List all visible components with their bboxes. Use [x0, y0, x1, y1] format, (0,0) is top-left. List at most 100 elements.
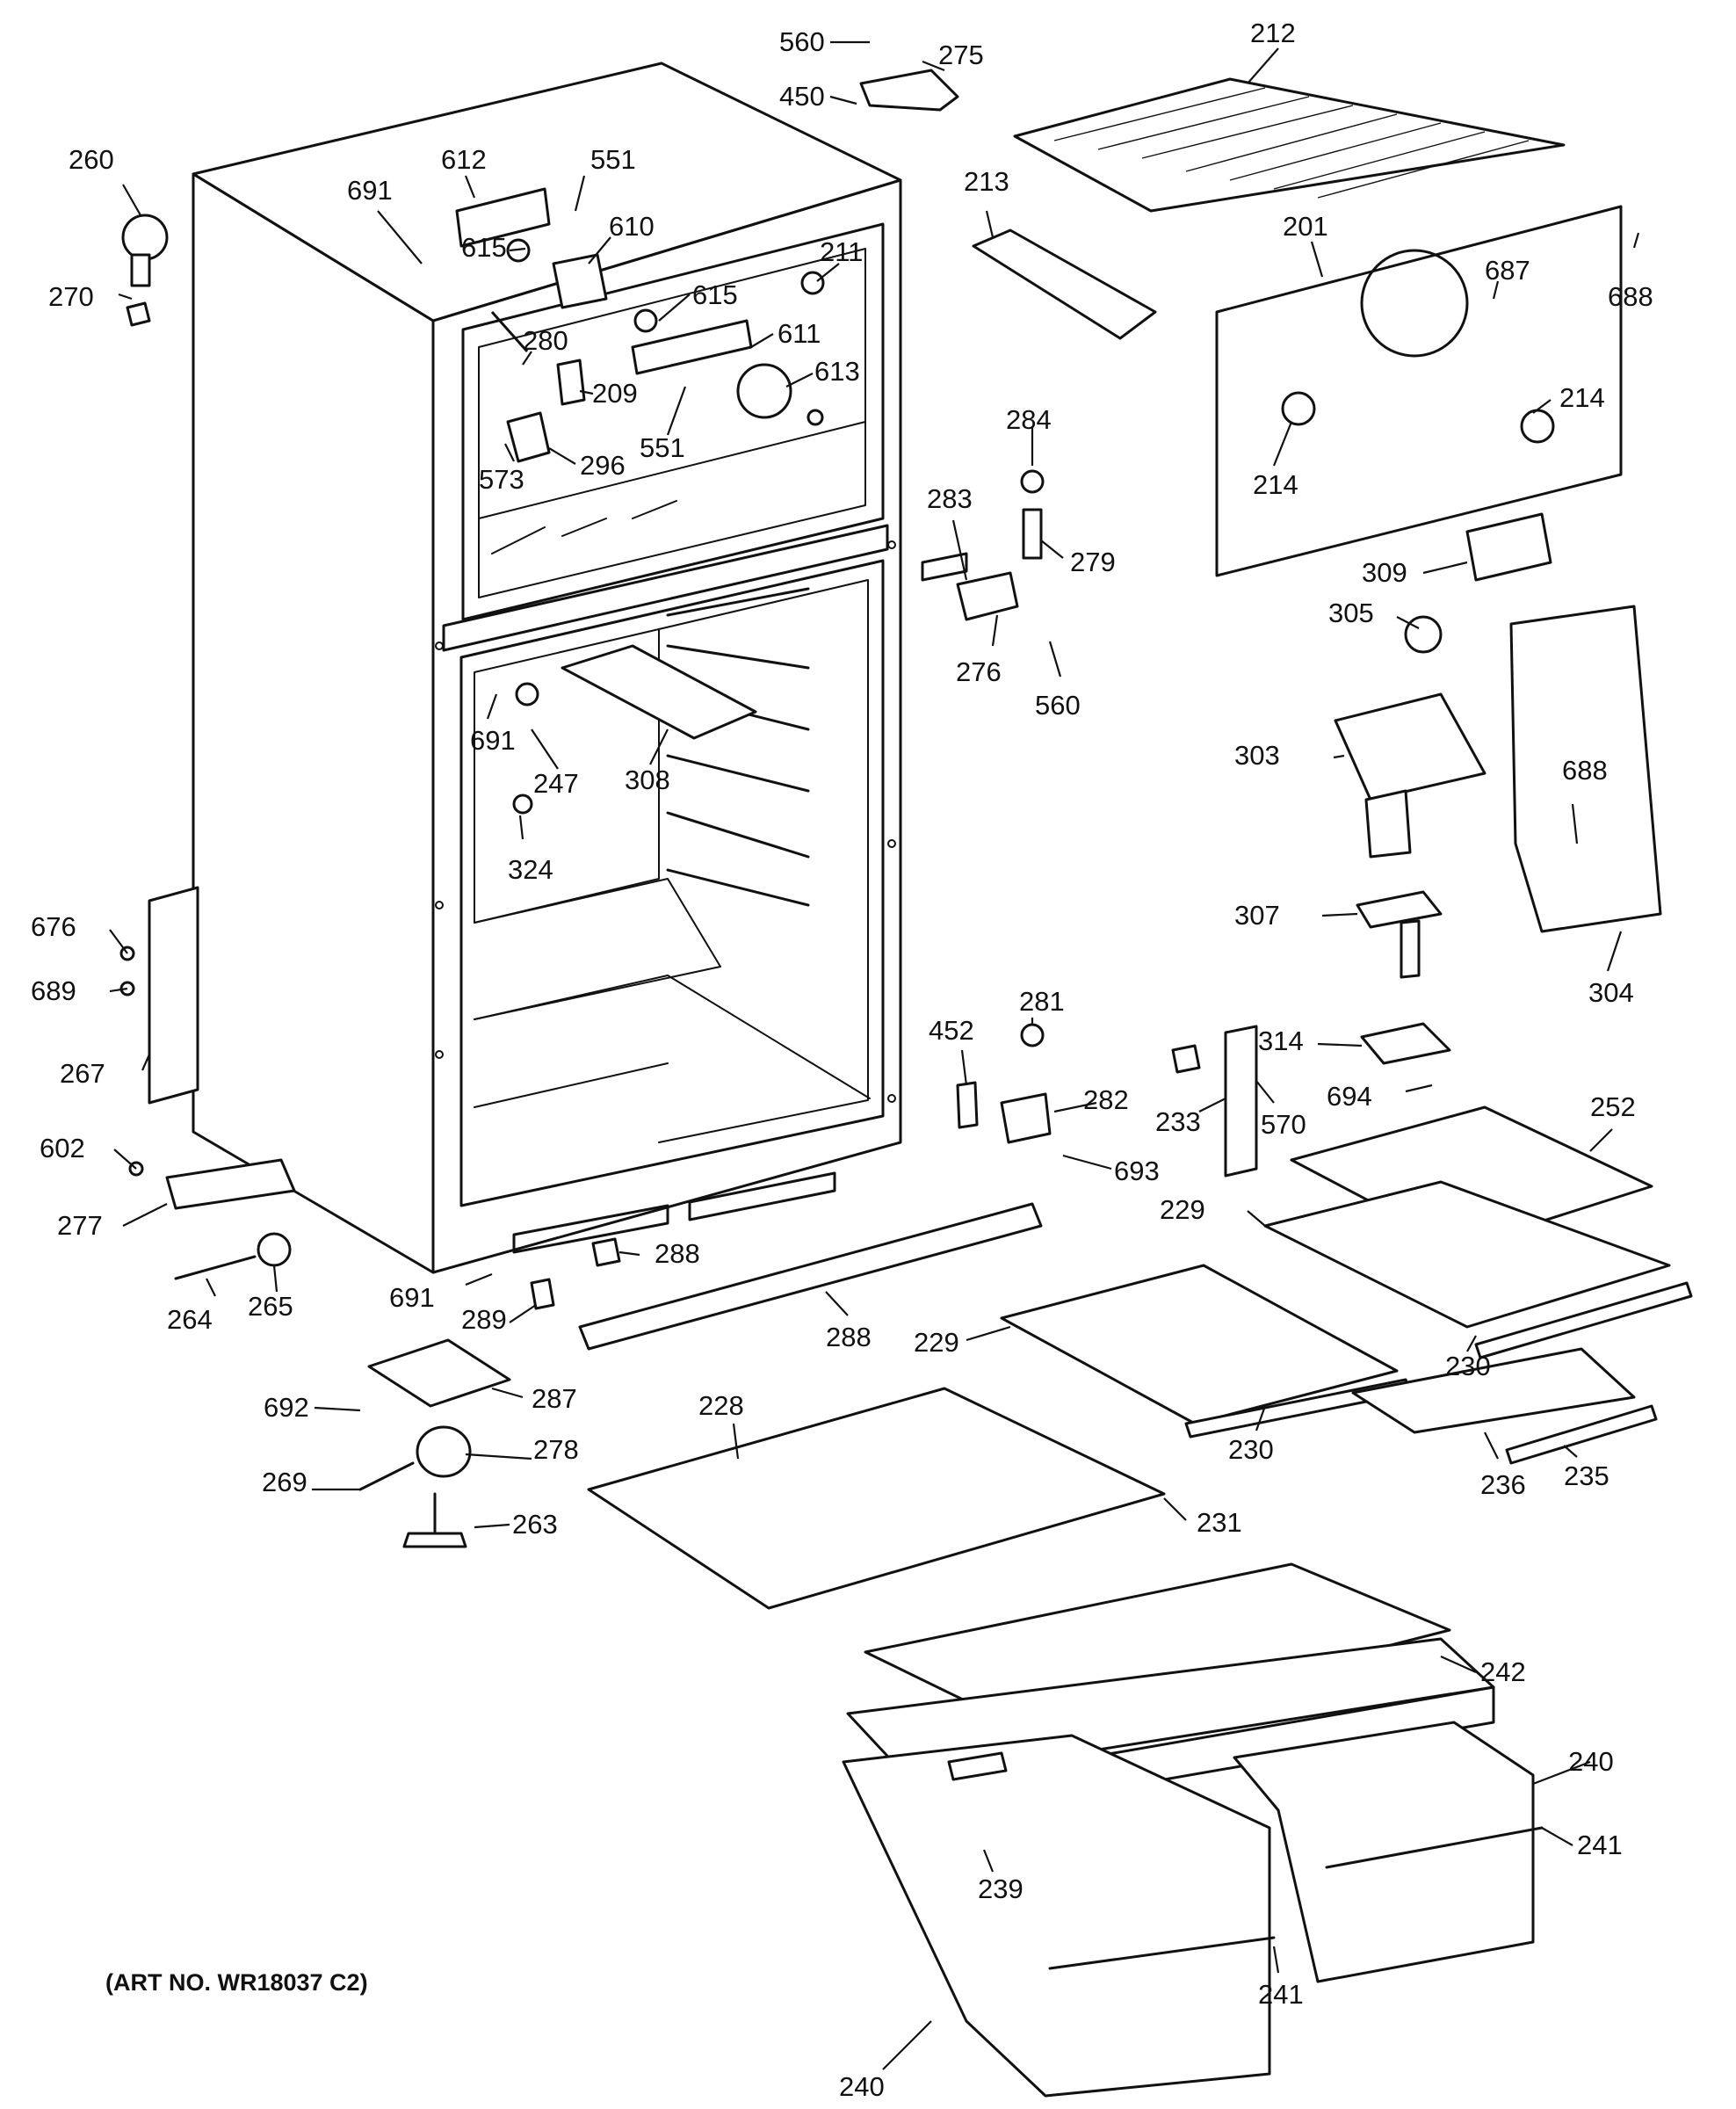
callout-615-left: 615 — [461, 232, 507, 263]
callout-308: 308 — [625, 765, 670, 795]
base-grille-288 — [578, 1202, 1043, 1351]
callout-242: 242 — [1480, 1656, 1526, 1687]
callout-252: 252 — [1590, 1091, 1636, 1122]
callout-693: 693 — [1114, 1156, 1160, 1186]
callout-688-top: 688 — [1608, 281, 1653, 312]
callout-240-right: 240 — [1568, 1746, 1614, 1777]
callout-277: 277 — [57, 1210, 103, 1241]
wire-shelf-229-upper — [1263, 1180, 1671, 1329]
label-309 — [1465, 512, 1552, 582]
callout-288-small: 288 — [655, 1238, 700, 1269]
callout-611: 611 — [778, 318, 821, 349]
callout-214-left: 214 — [1253, 469, 1298, 500]
callout-287: 287 — [532, 1383, 577, 1414]
bracket-612 — [455, 187, 551, 248]
water-valve — [121, 214, 169, 327]
callout-551-top: 551 — [590, 144, 636, 175]
callout-687: 687 — [1485, 255, 1530, 286]
callout-570: 570 — [1261, 1109, 1306, 1140]
callout-264: 264 — [167, 1304, 213, 1335]
callout-573: 573 — [479, 464, 524, 495]
callout-281: 281 — [1019, 986, 1065, 1017]
leader-lines — [109, 40, 1640, 2070]
cabinet — [192, 62, 902, 1274]
callout-263: 263 — [512, 1509, 558, 1540]
hinge-282 — [1000, 1092, 1052, 1144]
bottom-hinge-bracket-267 — [148, 886, 199, 1105]
callout-276: 276 — [956, 656, 1002, 687]
callout-324: 324 — [508, 854, 553, 885]
cover-308 — [561, 644, 757, 740]
callout-230-right: 230 — [1445, 1351, 1491, 1381]
callout-307: 307 — [1234, 900, 1280, 931]
callout-691-mid: 691 — [470, 725, 516, 756]
callout-452: 452 — [929, 1015, 974, 1046]
callout-235: 235 — [1564, 1460, 1609, 1491]
bracket-277 — [165, 1158, 296, 1210]
control-housing-304 — [1509, 605, 1662, 933]
callout-267: 267 — [60, 1058, 105, 1089]
art-number: (ART NO. WR18037 C2) — [105, 1969, 368, 1996]
callout-241-right: 241 — [1577, 1830, 1623, 1860]
callout-279: 279 — [1070, 547, 1116, 577]
callout-265: 265 — [248, 1291, 293, 1322]
callout-560-top: 560 — [779, 26, 825, 57]
callout-450: 450 — [779, 81, 825, 112]
callout-289: 289 — [461, 1304, 507, 1335]
callout-560-bottom: 560 — [1035, 690, 1081, 721]
top-hinge-part — [859, 69, 959, 112]
callout-283: 283 — [927, 483, 973, 514]
damper-control — [552, 253, 608, 309]
knob-305 — [1404, 615, 1443, 654]
freezer-back-panel — [1215, 205, 1623, 577]
callout-212: 212 — [1250, 18, 1296, 48]
callout-239: 239 — [978, 1873, 1024, 1904]
callout-278: 278 — [533, 1434, 579, 1465]
callout-247: 247 — [533, 768, 579, 799]
callout-229-upper: 229 — [1160, 1194, 1205, 1225]
callout-305: 305 — [1328, 598, 1374, 628]
callout-551-bottom: 551 — [640, 432, 685, 463]
switch-209 — [556, 359, 586, 406]
callout-280: 280 — [523, 325, 568, 356]
callout-691-bottom: 691 — [389, 1282, 435, 1313]
crisper-drawer-240-left — [842, 1734, 1271, 2098]
callout-214-right: 214 — [1559, 382, 1605, 413]
callout-209: 209 — [592, 378, 638, 409]
callout-694: 694 — [1327, 1081, 1372, 1112]
fan-613 — [736, 363, 792, 419]
callout-241-bottom: 241 — [1258, 1979, 1304, 2010]
trim-235 — [1505, 1404, 1658, 1465]
drawer-236 — [1351, 1347, 1636, 1434]
callout-688-mid: 688 — [1562, 755, 1608, 786]
callout-304: 304 — [1588, 977, 1634, 1008]
callout-240-bottom: 240 — [839, 2071, 885, 2102]
callout-labels: 560 275 450 212 260 612 551 691 610 615 … — [31, 18, 1653, 2102]
callout-288-grille: 288 — [826, 1322, 872, 1352]
callout-228: 228 — [698, 1390, 744, 1421]
center-hinge — [956, 571, 1019, 621]
ice-tray — [972, 228, 1157, 340]
part-307 — [1356, 890, 1443, 929]
callout-314: 314 — [1258, 1026, 1304, 1056]
freezer-wire-shelf — [1013, 77, 1566, 213]
callout-233: 233 — [1155, 1106, 1201, 1137]
callout-269: 269 — [262, 1467, 307, 1497]
glass-shelf-228 — [587, 1387, 1166, 1610]
wheel-278 — [416, 1425, 472, 1478]
spacer-452 — [956, 1081, 979, 1129]
callout-201: 201 — [1283, 211, 1328, 242]
callout-296: 296 — [580, 450, 626, 481]
callout-211: 211 — [820, 236, 863, 267]
roller-265 — [257, 1232, 292, 1267]
leveling-leg-263 — [402, 1532, 467, 1548]
callout-691-top: 691 — [347, 175, 393, 206]
callout-229-lower: 229 — [914, 1327, 959, 1358]
part-314 — [1360, 1022, 1451, 1065]
dispenser-303 — [1334, 692, 1486, 801]
callout-275: 275 — [938, 40, 984, 70]
plate-287 — [367, 1338, 511, 1408]
wire-shelf-229-lower — [1000, 1264, 1399, 1425]
crisper-drawer-240-right — [1233, 1721, 1535, 1983]
callout-615-right: 615 — [692, 279, 738, 310]
